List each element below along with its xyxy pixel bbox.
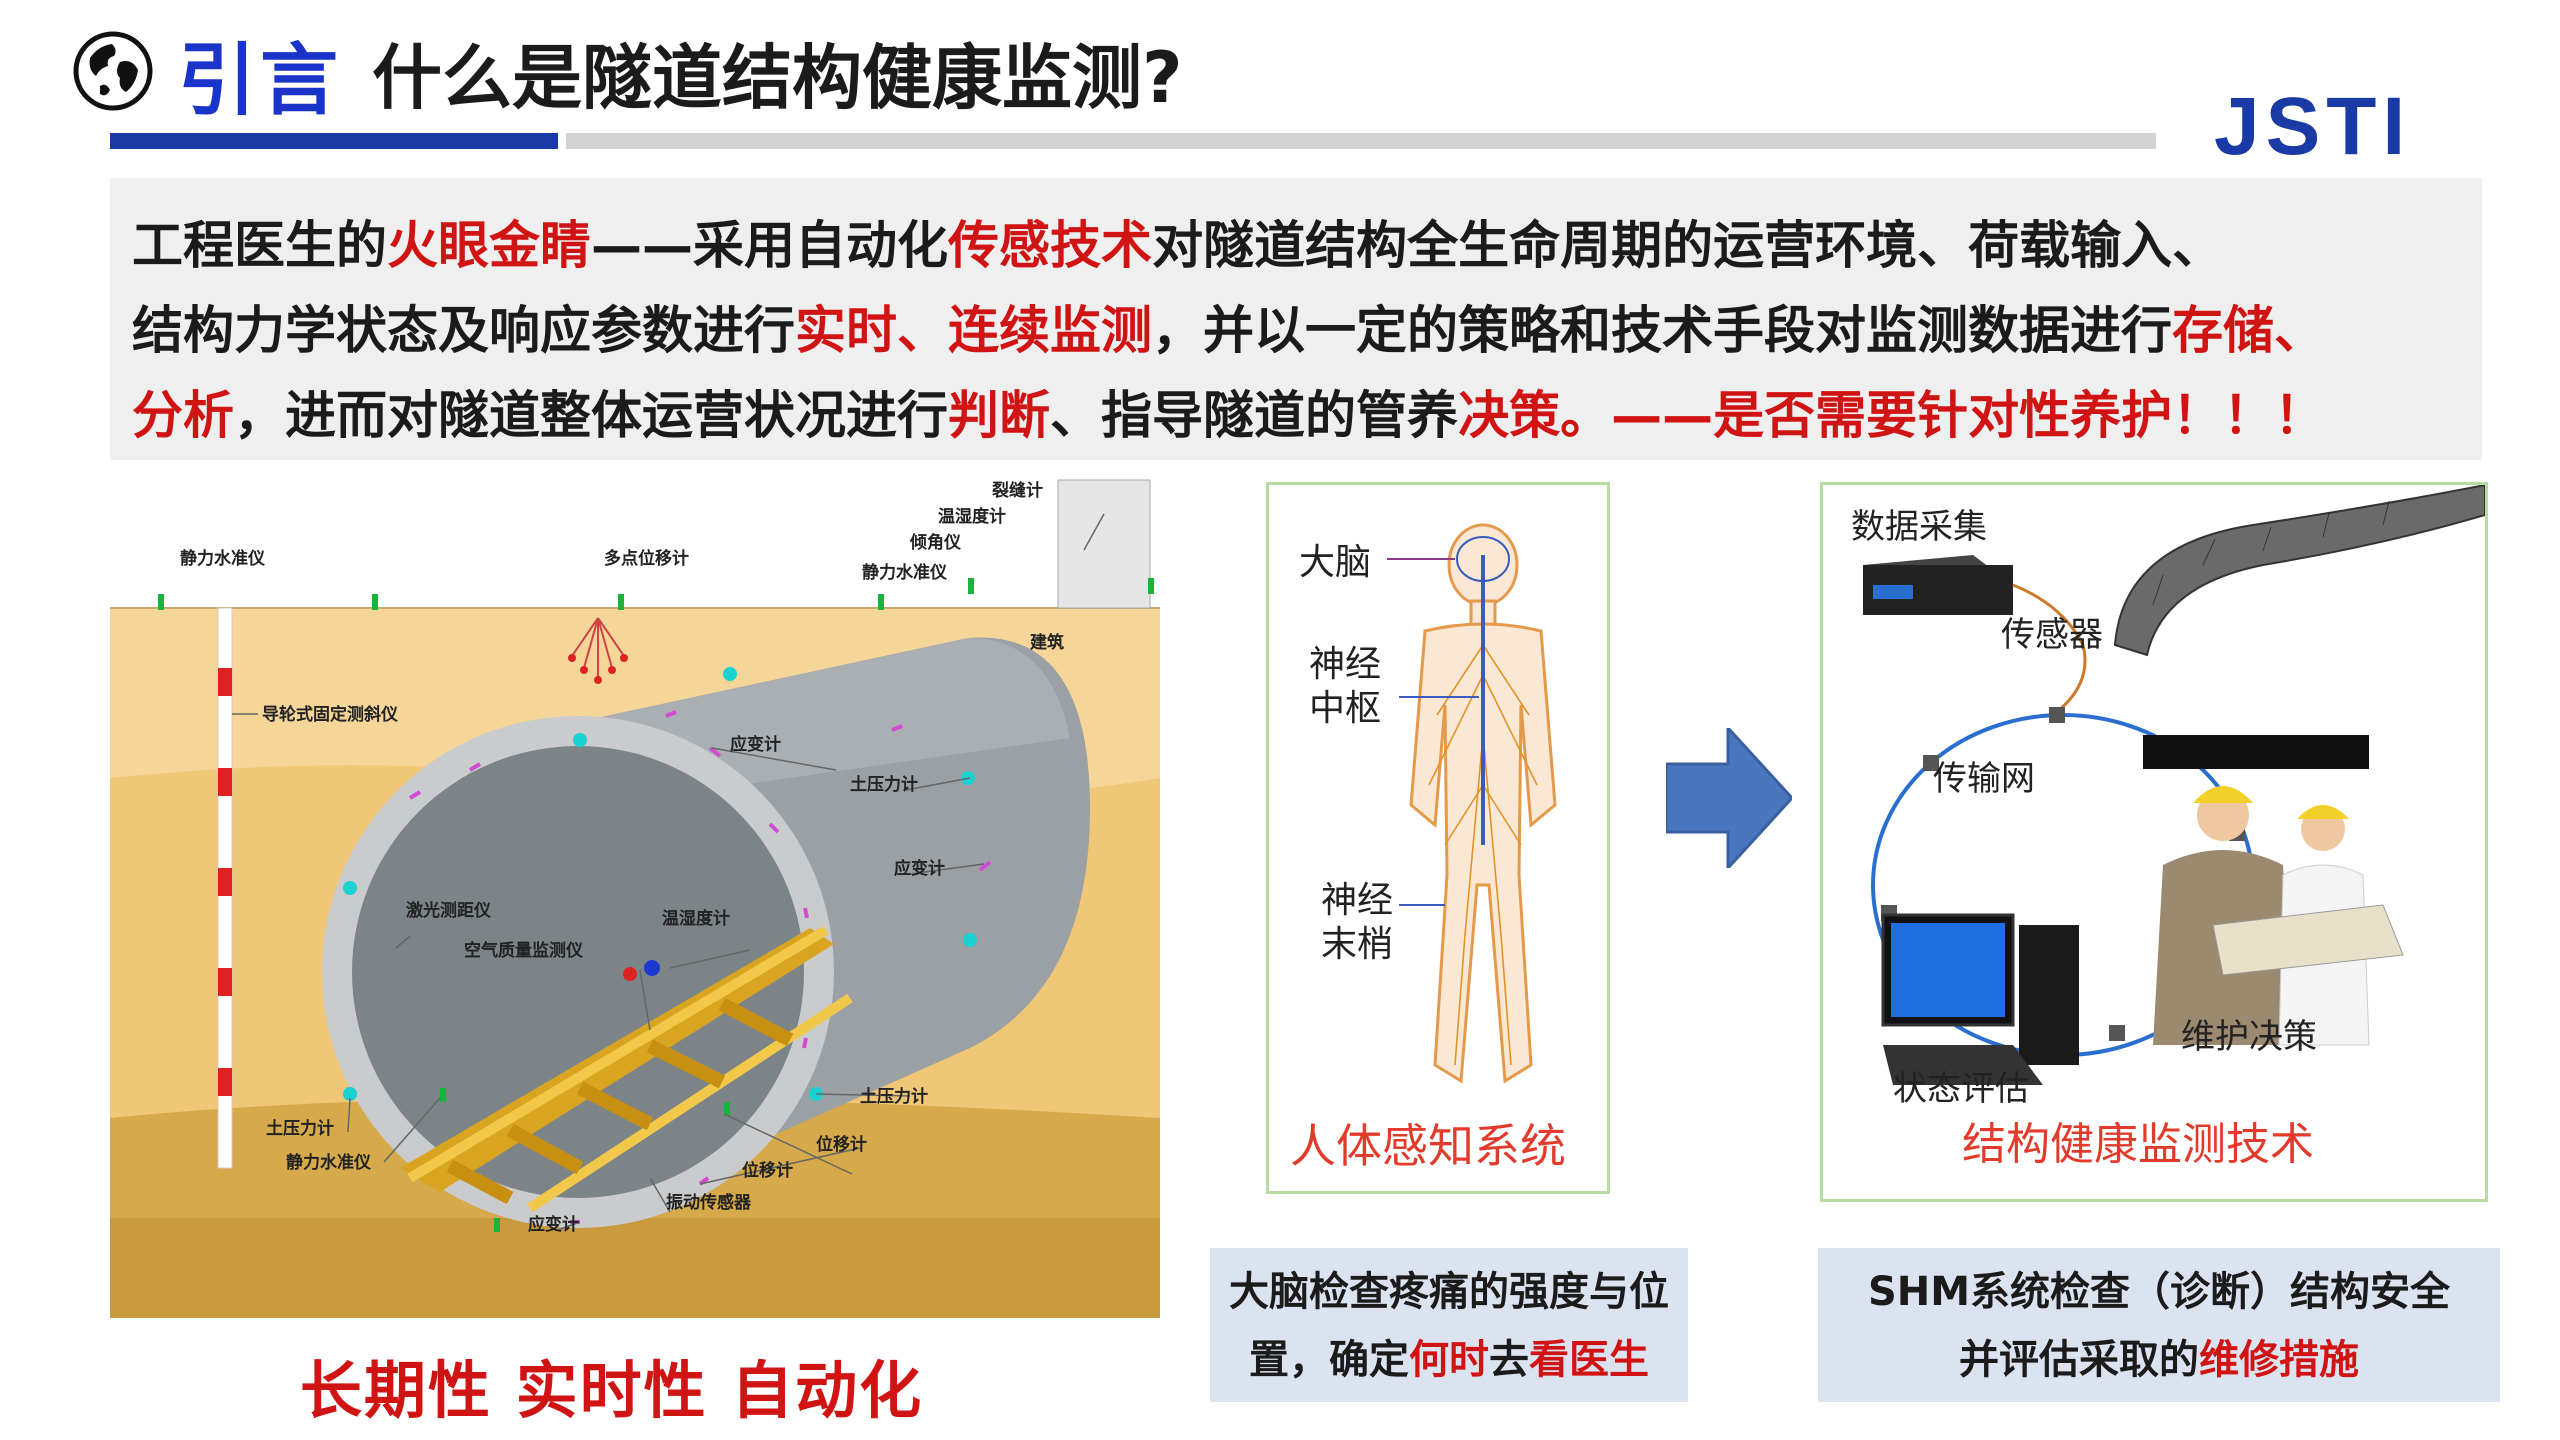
label-cns: 神经 <box>1309 644 1382 685</box>
brain-caption-box: 大脑检查疼痛的强度与位 置，确定何时去看医生 <box>1210 1248 1688 1402</box>
title-prefix: 引言 <box>178 36 343 126</box>
tunnel-label: 应变计 <box>730 734 781 755</box>
label-sensor: 传感器 <box>2001 615 2103 655</box>
caption-line: 置，确定何时去看医生 <box>1210 1326 1688 1394</box>
shm-figure-caption: 结构健康监测技术 <box>1962 1119 2314 1170</box>
intro-highlight: 实时、连续监测 <box>795 302 1153 361</box>
tunnel-label: 倾角仪 <box>909 532 962 553</box>
label-data-collect: 数据采集 <box>1851 507 1987 547</box>
intro-text: 、指导隧道的管养 <box>1050 387 1459 446</box>
tunnel-label: 位移计 <box>742 1160 793 1181</box>
intro-highlight: 火眼金睛 <box>387 217 592 276</box>
header-bar-accent <box>110 133 558 149</box>
label-brain: 大脑 <box>1299 542 1372 583</box>
tunnel-label: 裂缝计 <box>991 480 1043 501</box>
label-network: 传输网 <box>1933 759 2035 799</box>
tunnel-label: 土压力计 <box>860 1086 928 1107</box>
tunnel-label: 激光测距仪 <box>406 900 492 921</box>
intro-line-2: 结构力学状态及响应参数进行实时、连续监测，并以一定的策略和技术手段对监测数据进行… <box>132 289 2464 374</box>
shm-illustration <box>1863 485 2485 1085</box>
caption-line: 并评估采取的维修措施 <box>1818 1326 2500 1394</box>
caption-highlight: 看医生 <box>1529 1337 1649 1383</box>
intro-highlight: 决策。——是否需要针对性养护！！！ <box>1458 387 2326 446</box>
intro-highlight: 传感技术 <box>948 217 1153 276</box>
label-nerve-ending: 神经 <box>1321 880 1394 921</box>
tunnel-label: 静力水准仪 <box>862 562 948 583</box>
label-nerve-ending: 末梢 <box>1321 924 1394 965</box>
intro-highlight: 存储、 <box>2172 302 2326 361</box>
intro-text: ，并以一定的策略和技术手段对监测数据进行 <box>1152 302 2173 361</box>
header-bar <box>566 133 2156 149</box>
caption-text: 并评估采取的 <box>1959 1337 2199 1383</box>
caption-line: 大脑检查疼痛的强度与位 <box>1229 1269 1669 1315</box>
page-title: 什么是隧道结构健康监测? <box>372 37 1183 119</box>
right-arrow-icon <box>1666 728 1792 868</box>
shm-caption-box: SHM系统检查（诊断）结构安全 并评估采取的维修措施 <box>1818 1248 2500 1402</box>
logo-text: JSTI <box>2214 90 2411 160</box>
tunnel-label: 应变计 <box>528 1214 579 1235</box>
caption-highlight: 何时 <box>1409 1337 1489 1383</box>
tunnel-label: 位移计 <box>816 1134 867 1155</box>
label-cns: 中枢 <box>1309 688 1382 729</box>
intro-highlight: 分析 <box>132 387 235 446</box>
tunnel-label: 温湿度计 <box>938 506 1006 527</box>
tunnel-label: 应变计 <box>894 858 945 879</box>
shm-system-figure: 数据采集 传感器 传输网 维护决策 状态评估 <box>1820 482 2488 1202</box>
tunnel-monitoring-diagram: 静力水准仪 多点位移计 裂缝计 温湿度计 倾角仪 静力水准仪 建筑 导轮式固定测… <box>110 478 1160 1318</box>
intro-line-3: 分析，进而对隧道整体运营状况进行判断、指导隧道的管养决策。——是否需要针对性养护… <box>132 374 2464 459</box>
intro-line-1: 工程医生的火眼金睛——采用自动化传感技术对隧道结构全生命周期的运营环境、荷载输入… <box>132 204 2464 289</box>
features-text: 长期性 实时性 自动化 <box>300 1354 924 1427</box>
body-figure-caption: 人体感知系统 <box>1290 1119 1566 1173</box>
tunnel-label: 空气质量监测仪 <box>464 940 584 961</box>
intro-text: 对隧道结构全生命周期的运营环境、荷载输入、 <box>1152 217 2224 276</box>
globe-icon <box>73 31 153 111</box>
intro-paragraph: 工程医生的火眼金睛——采用自动化传感技术对隧道结构全生命周期的运营环境、荷载输入… <box>110 178 2482 460</box>
tunnel-label: 静力水准仪 <box>286 1152 372 1173</box>
label-assessment: 状态评估 <box>1893 1069 2029 1109</box>
caption-highlight: 维修措施 <box>2199 1337 2359 1383</box>
intro-text: 工程医生的 <box>132 217 388 276</box>
tunnel-label: 土压力计 <box>850 774 918 795</box>
human-body-illustration <box>1387 523 1557 1084</box>
intro-text: 结构力学状态及响应参数进行 <box>132 302 796 361</box>
intro-text: ——采用自动化 <box>591 217 949 276</box>
tunnel-label: 导轮式固定测斜仪 <box>262 704 399 725</box>
tunnel-label: 静力水准仪 <box>180 548 266 569</box>
caption-text: 置，确定 <box>1249 1337 1409 1383</box>
tunnel-label: 振动传感器 <box>666 1192 752 1213</box>
tunnel-label: 温湿度计 <box>662 908 730 929</box>
caption-line: SHM系统检查（诊断）结构安全 <box>1867 1269 2451 1315</box>
intro-text: ，进而对隧道整体运营状况进行 <box>234 387 949 446</box>
human-sensing-figure: 大脑 神经 中枢 神经 末梢 <box>1266 482 1610 1194</box>
tunnel-label: 土压力计 <box>266 1118 334 1139</box>
caption-text: 去 <box>1489 1337 1529 1383</box>
tunnel-label: 建筑 <box>1030 632 1064 653</box>
jsti-logo: JSTI <box>2214 90 2411 160</box>
intro-highlight: 判断 <box>948 387 1051 446</box>
tunnel-label: 多点位移计 <box>604 548 689 569</box>
label-decision: 维护决策 <box>2181 1017 2317 1057</box>
